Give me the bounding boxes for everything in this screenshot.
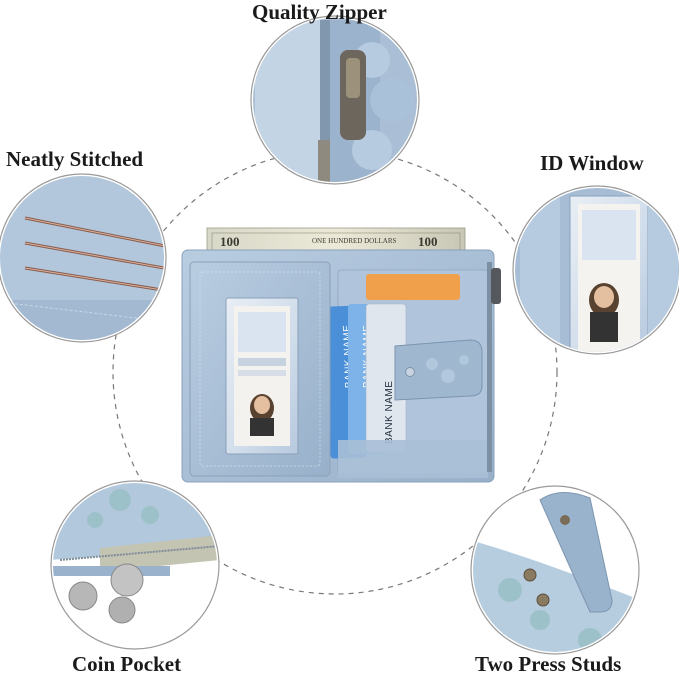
dashed-guide-circle (112, 149, 558, 595)
detail-neatly-stitched (0, 173, 167, 343)
detail-quality-zipper (250, 15, 420, 185)
detail-id-window (512, 185, 679, 355)
bill-text: ONE HUNDRED DOLLARS (312, 237, 396, 245)
label-two-press-studs: Two Press Studs (475, 652, 622, 676)
bill-number-left: 100 (220, 234, 240, 249)
label-coin-pocket: Coin Pocket (72, 652, 182, 676)
label-neatly-stitched: Neatly Stitched (6, 147, 144, 171)
wallet-strap (394, 339, 483, 401)
wallet-main: 100 100 ONE HUNDRED DOLLARS 100 ONE HUND… (181, 227, 501, 483)
bill-number-right: 100 (418, 234, 438, 249)
label-id-window: ID Window (540, 151, 644, 175)
detail-two-press-studs (470, 485, 640, 655)
detail-coin-pocket (50, 480, 220, 650)
label-quality-zipper: Quality Zipper (252, 0, 387, 24)
zipper-pull (491, 268, 501, 304)
card-silver-text: BANK NAME (384, 381, 395, 444)
id-window (225, 297, 299, 455)
